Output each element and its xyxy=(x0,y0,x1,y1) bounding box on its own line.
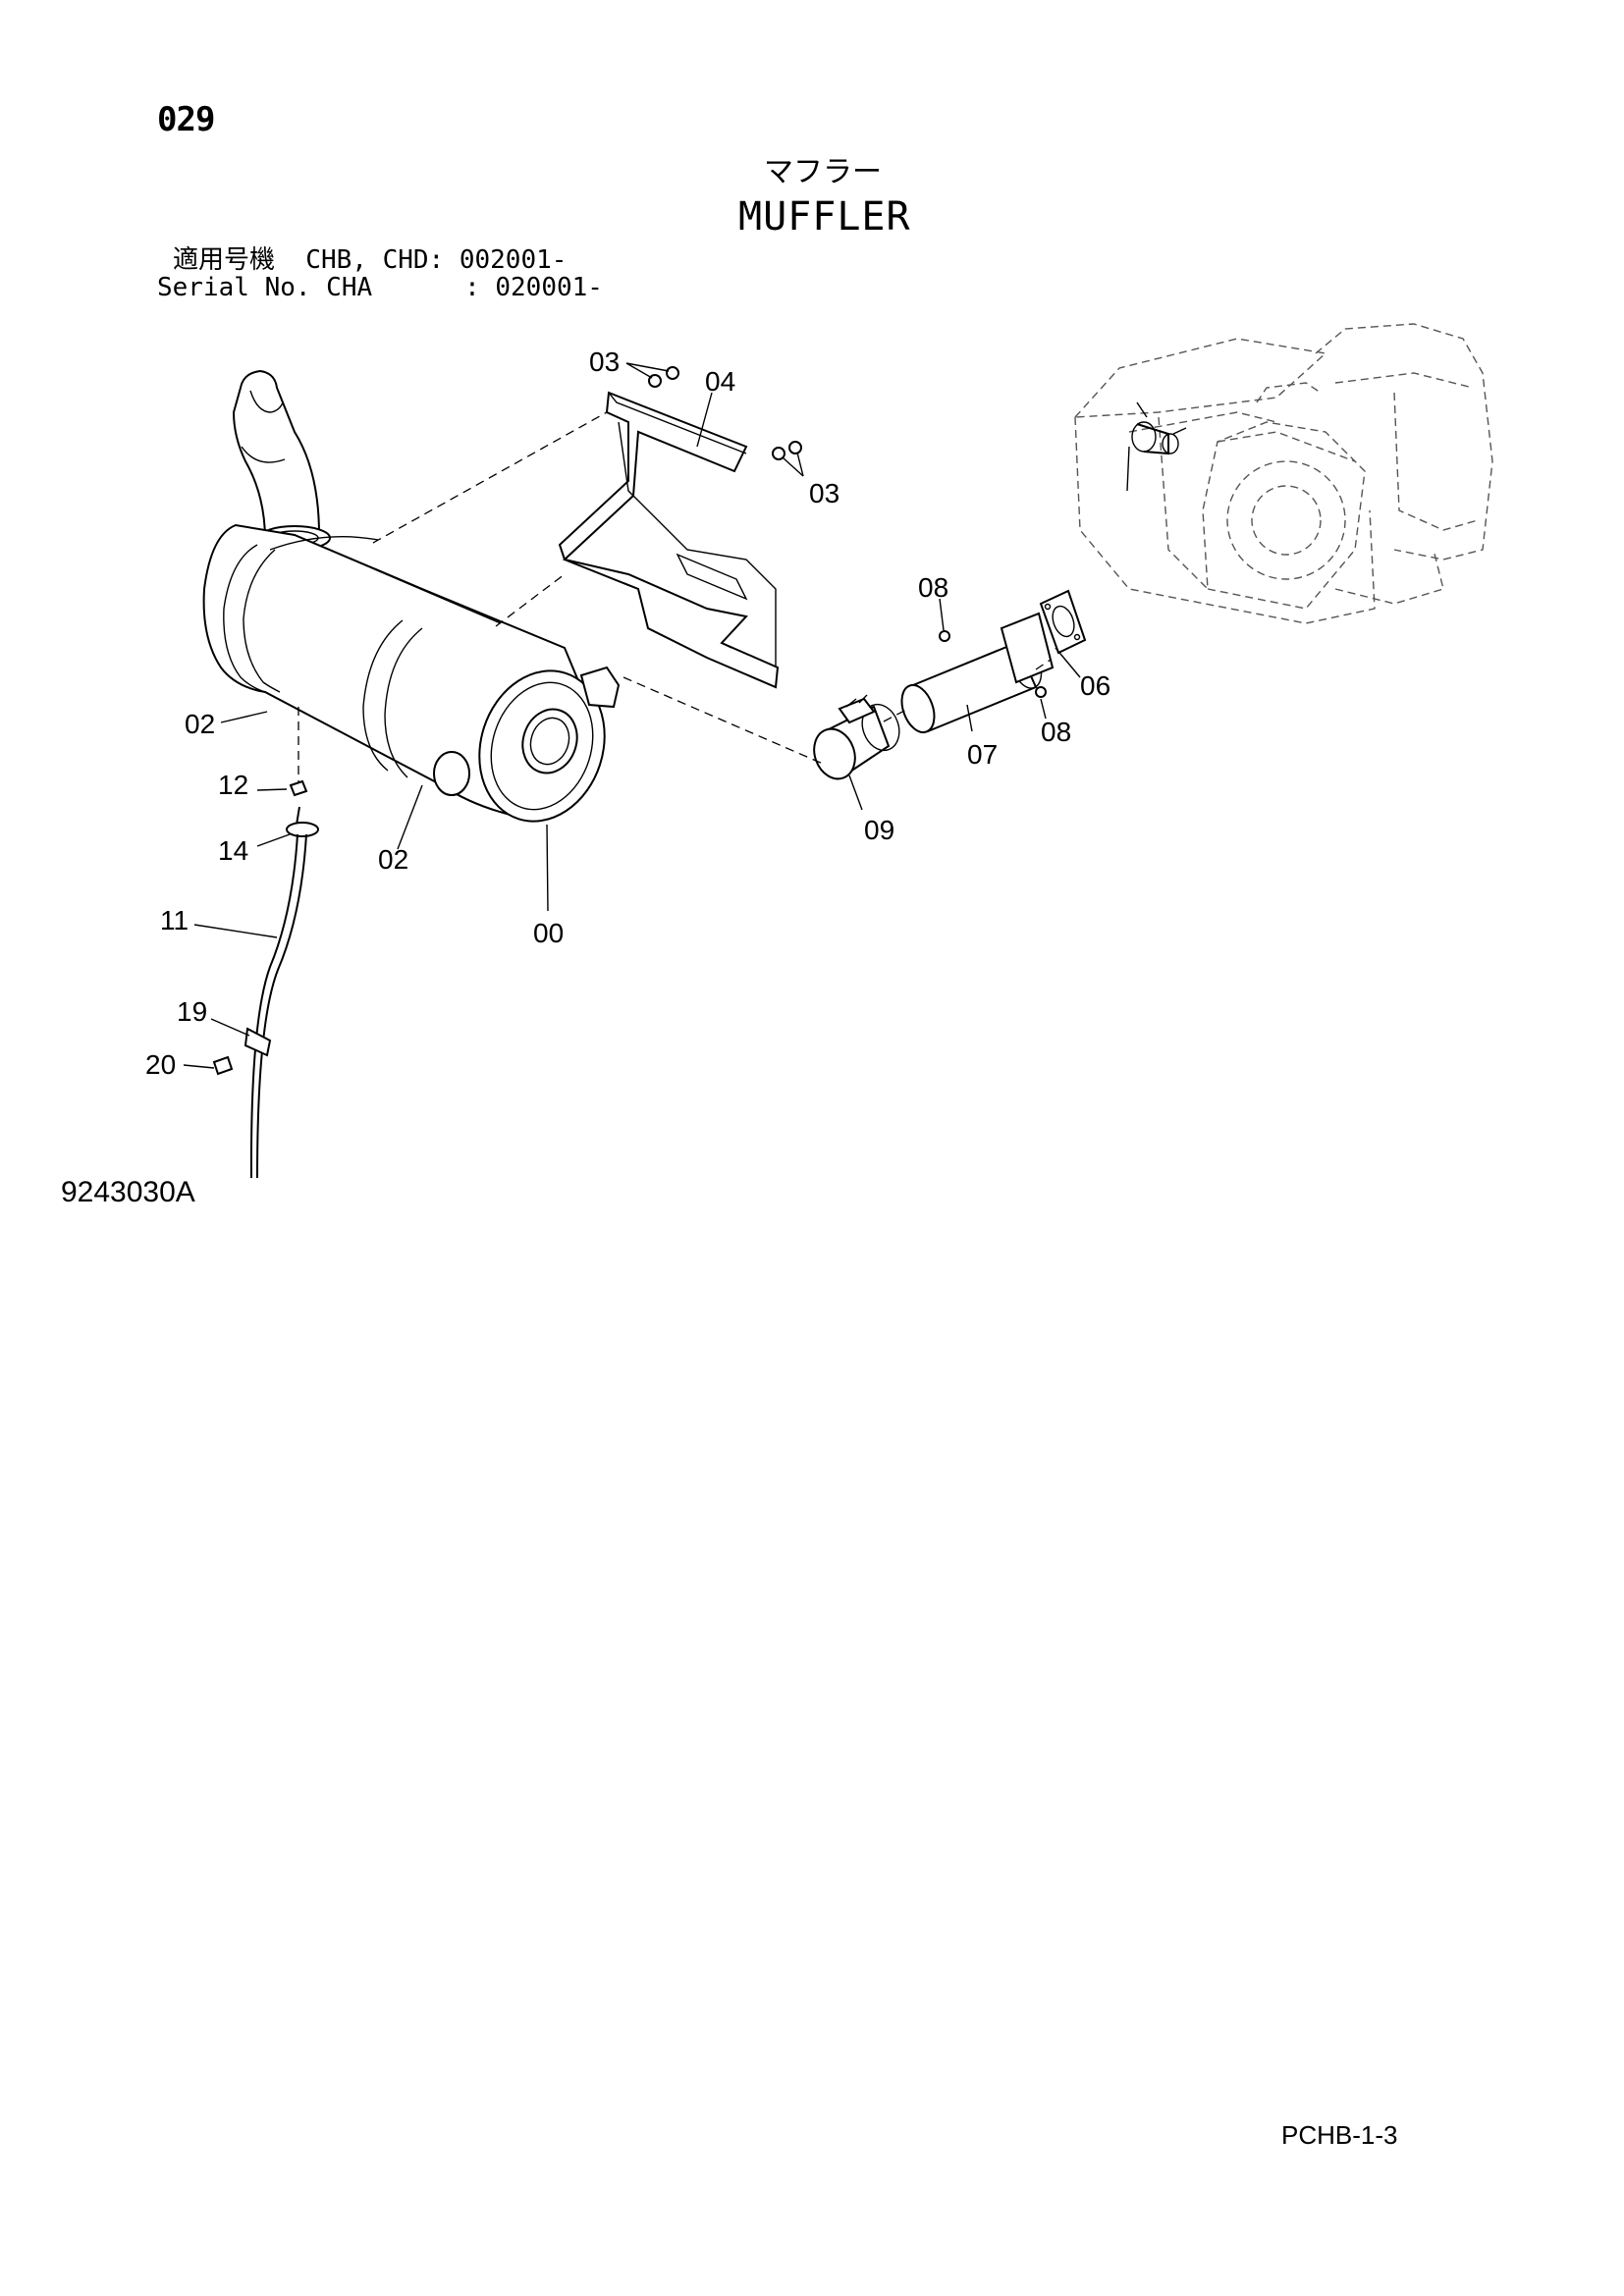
page-title: MUFFLER xyxy=(738,194,911,240)
part-label: 14 xyxy=(218,835,248,866)
part-label: 09 xyxy=(864,815,894,845)
part-label: 08 xyxy=(1041,717,1071,747)
serial-line-2: Serial No. CHA : 020001- xyxy=(157,273,603,302)
bracket xyxy=(558,391,780,689)
part-label: 12 xyxy=(218,770,248,800)
tail-pipe xyxy=(232,369,331,551)
serial-line-1: 適用号機 CHB, CHD: 002001- xyxy=(173,245,568,275)
part-label: 03 xyxy=(809,478,839,508)
part-label: 07 xyxy=(967,739,998,770)
part-labels: 03 04 03 08 06 08 07 09 02 02 00 12 14 1… xyxy=(145,347,1110,1080)
muffler-body xyxy=(202,523,621,823)
page-number: 029 xyxy=(157,100,215,139)
clamp xyxy=(813,694,900,780)
part-label: 00 xyxy=(533,918,564,948)
footer-code: PCHB-1-3 xyxy=(1281,2120,1398,2150)
figure-code: 9243030A xyxy=(61,1176,195,1208)
alignment-lines xyxy=(298,411,1052,783)
drain-hose xyxy=(212,806,319,1179)
machine-location-inset xyxy=(1073,323,1493,624)
leader-lines xyxy=(183,362,1081,1069)
part-label: 19 xyxy=(177,996,207,1027)
part-label: 08 xyxy=(918,572,948,603)
part-label: 06 xyxy=(1080,670,1110,701)
part-label: 02 xyxy=(378,844,408,875)
part-label: 20 xyxy=(145,1049,176,1080)
exhaust-pipe xyxy=(900,612,1055,734)
page-title-japanese: マフラー xyxy=(764,155,882,189)
part-label: 02 xyxy=(185,709,215,739)
part-label: 03 xyxy=(589,347,620,377)
part-label: 04 xyxy=(705,366,735,397)
gasket xyxy=(1039,589,1087,655)
part-label: 11 xyxy=(160,905,189,935)
